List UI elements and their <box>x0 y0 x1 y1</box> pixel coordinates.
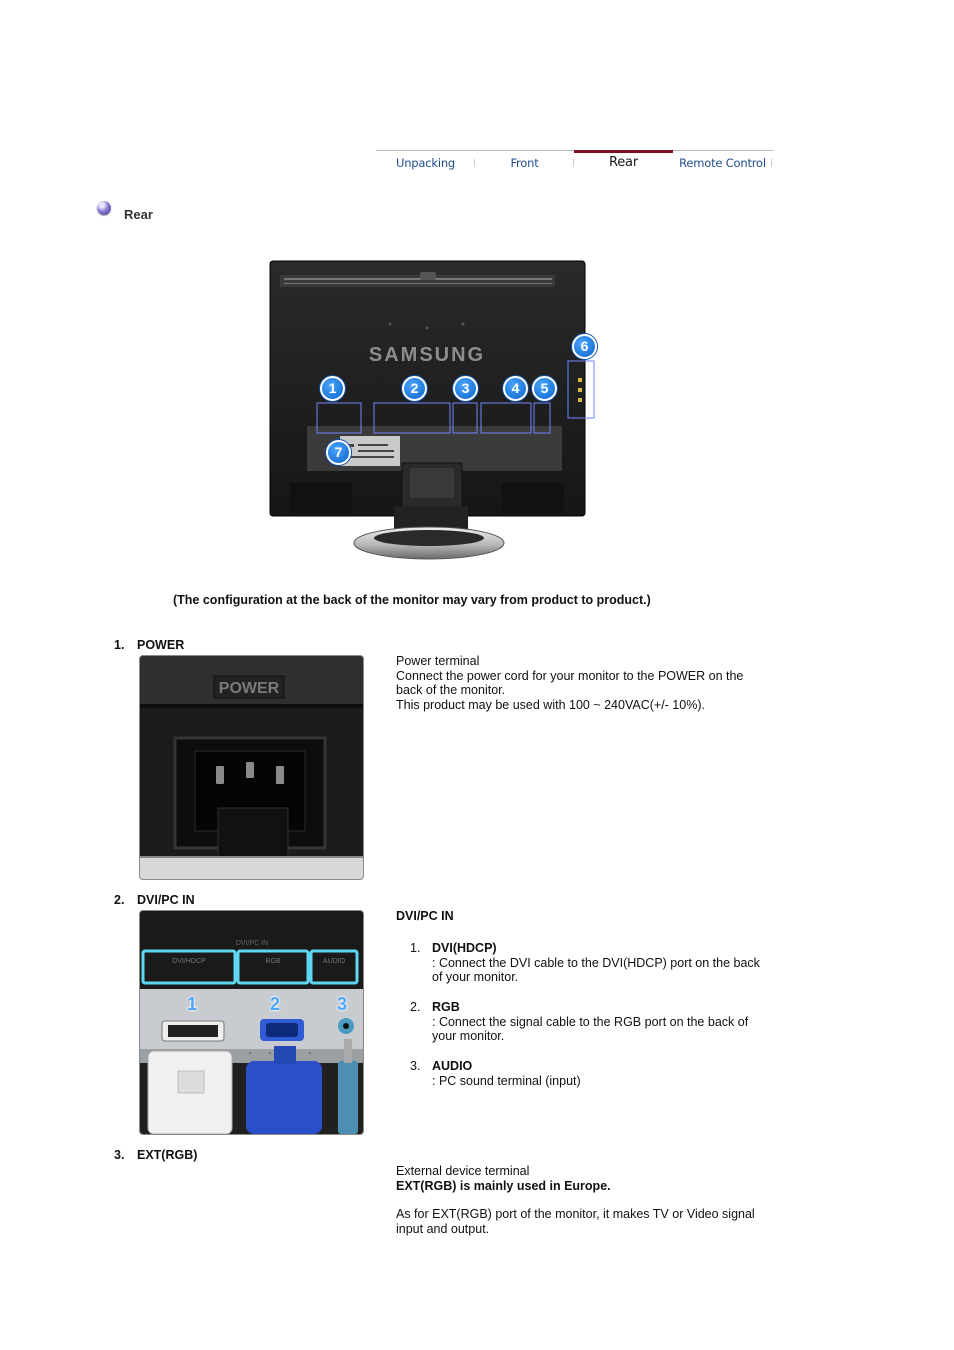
power-desc-line: This product may be used with 100 ~ 240V… <box>396 697 705 712</box>
power-photo-label: POWER <box>219 680 280 697</box>
dvi-pc-in-port-photo: DVI/PC IN DVI/HDCP RGB AUDIO <box>139 910 364 1135</box>
tab-unpacking[interactable]: Unpacking <box>376 150 475 176</box>
tab-remote-control[interactable]: Remote Control <box>673 150 772 176</box>
tab-rear[interactable]: Rear <box>574 150 673 176</box>
item-number: 1. <box>114 638 125 652</box>
callout-badge-6: 6 <box>572 334 597 359</box>
subitem-text: : Connect the DVI cable to the DVI(HDCP)… <box>432 955 760 985</box>
tab-remote-control-label: Remote Control <box>679 156 766 170</box>
rgb-photo-label: RGB <box>265 958 281 965</box>
purple-orb-bullet-icon <box>97 201 111 215</box>
callout-badge-4: 4 <box>503 376 528 401</box>
tab-front-label: Front <box>510 156 539 170</box>
callout-badge-1: 1 <box>320 376 345 401</box>
item-number: 3. <box>114 1148 125 1162</box>
subitem-name: DVI(HDCP) <box>432 941 497 955</box>
item-dvi-pc-in-title: 2. DVI/PC IN <box>114 893 195 907</box>
ext-rgb-description: External device terminal EXT(RGB) is mai… <box>396 1164 756 1236</box>
item-power-title: 1. POWER <box>114 638 184 652</box>
subitem-text: : Connect the signal cable to the RGB po… <box>432 1014 749 1044</box>
dvi-pc-in-heading: DVI/PC IN <box>396 909 454 923</box>
dvi-photo-label-top: DVI/PC IN <box>236 940 268 947</box>
item-title-text: POWER <box>137 638 185 652</box>
dvi-photo-label: DVI/HDCP <box>172 958 206 965</box>
power-desc-line: Connect the power cord for your monitor … <box>396 668 744 698</box>
ext-rgb-desc-line: External device terminal <box>396 1164 530 1178</box>
dvi-photo-callout-3: 3 <box>336 994 347 1014</box>
section-title: Rear <box>124 207 153 222</box>
callout-badge-3: 3 <box>453 376 478 401</box>
tab-separator <box>474 159 475 167</box>
dvi-photo-callout-1: 1 <box>186 994 197 1014</box>
dvi-photo-callout-2: 2 <box>269 994 280 1014</box>
tab-rear-label: Rear <box>609 155 638 170</box>
tab-separator <box>573 159 574 167</box>
ext-rgb-desc-line: As for EXT(RGB) port of the monitor, it … <box>396 1207 755 1236</box>
tab-separator <box>771 159 772 167</box>
item-ext-rgb-title: 3. EXT(RGB) <box>114 1148 197 1162</box>
tab-unpacking-label: Unpacking <box>395 156 456 170</box>
power-desc-line: Power terminal <box>396 654 480 668</box>
power-description: Power terminal Connect the power cord fo… <box>396 654 756 712</box>
audio-photo-label: AUDIO <box>323 958 346 965</box>
tab-front[interactable]: Front <box>475 150 574 176</box>
ext-rgb-desc-bold: EXT(RGB) is mainly used in Europe. <box>396 1178 611 1193</box>
callout-badge-2: 2 <box>402 376 427 401</box>
power-port-photo: POWER <box>139 655 364 880</box>
tab-bar: Unpacking Front Rear Remote Control <box>376 150 774 176</box>
callout-badge-5: 5 <box>532 376 557 401</box>
subitem-name: AUDIO <box>432 1059 473 1073</box>
subitem-text: : PC sound terminal (input) <box>432 1073 581 1088</box>
subitem-name: RGB <box>432 1000 460 1014</box>
callout-badge-7: 7 <box>326 440 351 465</box>
item-title-text: EXT(RGB) <box>137 1148 198 1162</box>
subitem-number: 2. <box>410 1000 421 1014</box>
monitor-brand-text: SAMSUNG <box>369 344 485 366</box>
subitem-number: 1. <box>410 941 421 955</box>
item-title-text: DVI/PC IN <box>137 893 195 907</box>
subitem-number: 3. <box>410 1059 421 1073</box>
configuration-note: (The configuration at the back of the mo… <box>173 593 651 607</box>
item-number: 2. <box>114 893 125 907</box>
